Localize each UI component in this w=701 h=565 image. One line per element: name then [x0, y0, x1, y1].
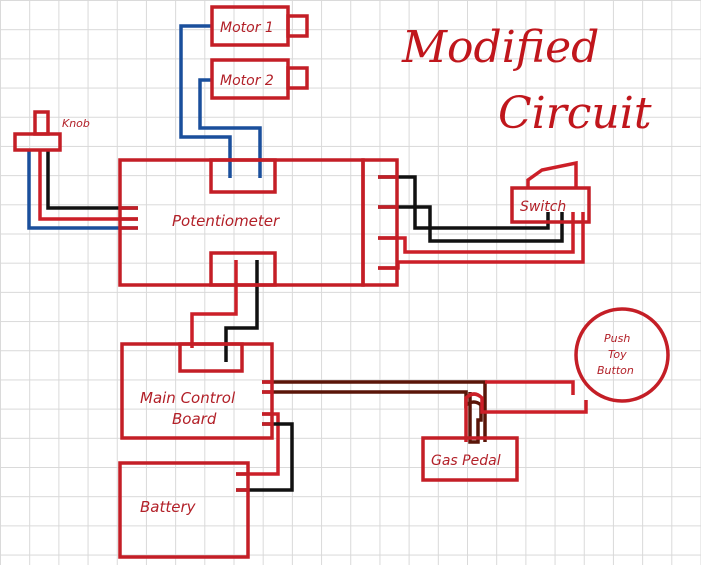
push-toy-button-label-line1: Push	[604, 332, 630, 345]
gas-pedal: Gas Pedal	[421, 436, 519, 482]
motor-2-label: Motor 2	[220, 73, 274, 89]
knob: Knob	[13, 110, 90, 152]
main-control-board-label-line2: Board	[172, 410, 217, 428]
motor-2: Motor 2	[210, 58, 309, 100]
pedal-wires	[262, 380, 588, 444]
push-toy-button: Push Toy Button	[574, 307, 670, 403]
motor-wires	[179, 24, 262, 178]
knob-label: Knob	[62, 117, 90, 130]
knob-wires	[27, 150, 138, 230]
board-pot-wires	[190, 260, 259, 362]
potentiometer: Potentiometer	[118, 158, 399, 287]
switch-label: Switch	[520, 199, 566, 215]
diagram-title-line1: Modified	[401, 22, 599, 73]
battery-label: Battery	[140, 498, 197, 516]
switch-wires	[378, 160, 585, 270]
potentiometer-label: Potentiometer	[172, 212, 280, 230]
main-control-board: Main Control Board	[120, 342, 274, 440]
motor-1: Motor 1	[210, 5, 309, 47]
switch: Switch	[510, 186, 591, 224]
battery: Battery	[118, 461, 250, 559]
push-toy-button-label-line2: Toy	[608, 348, 627, 361]
motor-1-label: Motor 1	[220, 20, 274, 36]
main-control-board-label-line1: Main Control	[140, 389, 236, 407]
gas-pedal-label: Gas Pedal	[431, 453, 501, 469]
diagram-title-line2: Circuit	[498, 88, 652, 139]
push-toy-button-label-line3: Button	[597, 364, 634, 377]
